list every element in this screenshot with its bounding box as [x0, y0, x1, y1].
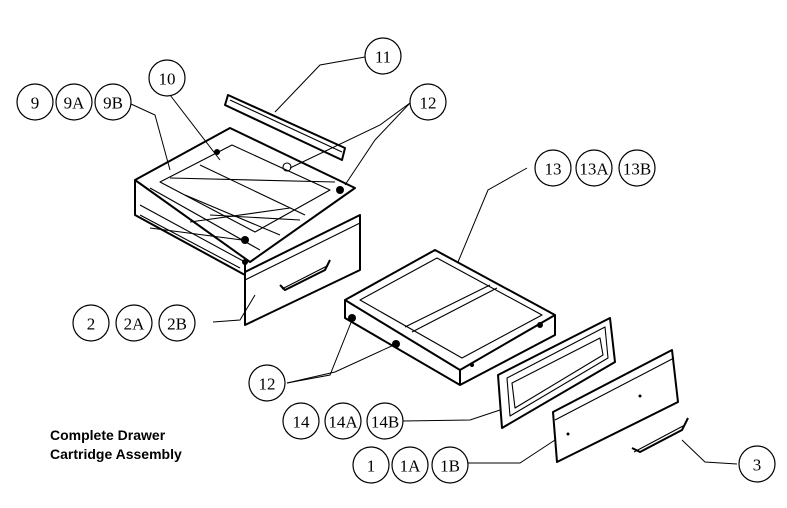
callout-9b: 9B [94, 83, 132, 121]
callout-2b: 2B [158, 304, 196, 342]
callout-3-label: 3 [753, 456, 762, 475]
caption-line-1: Complete Drawer [50, 427, 166, 443]
callout-9a: 9A [55, 83, 93, 121]
callout-9: 9 [16, 83, 54, 121]
cabinet-drawer-front [244, 214, 361, 326]
drawer-front-frame [497, 317, 616, 429]
callout-14b-label: 14B [371, 413, 399, 432]
callout-12-bottom: 12 [248, 364, 286, 402]
callout-12-top: 12 [409, 83, 447, 121]
cabinet-assembly [134, 127, 356, 276]
drawer-front-panel [552, 349, 679, 463]
callout-2-label: 2 [87, 315, 96, 334]
drawer-tray [344, 249, 556, 386]
callout-1: 1 [352, 446, 390, 484]
callout-13b: 13B [618, 149, 656, 187]
callout-3: 3 [738, 445, 776, 483]
leader-lines [130, 56, 738, 465]
callout-11-label: 11 [375, 48, 391, 67]
callout-1b: 1B [431, 446, 469, 484]
callout-2a: 2A [115, 304, 153, 342]
callout-13a-label: 13A [579, 160, 609, 179]
callout-12-top-label: 12 [420, 94, 437, 113]
drawer-handle [631, 417, 689, 453]
callout-14-label: 14 [293, 413, 311, 432]
callout-9a-label: 9A [64, 94, 86, 113]
callout-10: 10 [148, 59, 186, 97]
callout-14a: 14A [324, 402, 362, 440]
callout-11: 11 [364, 37, 402, 75]
callout-14b: 14B [366, 402, 404, 440]
callout-1a: 1A [391, 446, 429, 484]
callout-13: 13 [534, 149, 572, 187]
slide-rail-part [224, 94, 346, 161]
callout-10-label: 10 [159, 70, 176, 89]
callout-13-label: 13 [545, 160, 562, 179]
callout-9b-label: 9B [103, 94, 123, 113]
callout-2b-label: 2B [167, 315, 187, 334]
callout-14a-label: 14A [328, 413, 358, 432]
callout-13b-label: 13B [623, 160, 651, 179]
callout-1b-label: 1B [440, 457, 460, 476]
callout-13a: 13A [575, 149, 613, 187]
callout-9-label: 9 [31, 94, 40, 113]
callout-1a-label: 1A [400, 457, 422, 476]
caption-line-2: Cartridge Assembly [50, 446, 182, 462]
callout-14: 14 [282, 402, 320, 440]
callout-2a-label: 2A [124, 315, 146, 334]
callout-1-label: 1 [367, 457, 376, 476]
callout-2: 2 [72, 304, 110, 342]
callout-12-bottom-label: 12 [259, 375, 276, 394]
